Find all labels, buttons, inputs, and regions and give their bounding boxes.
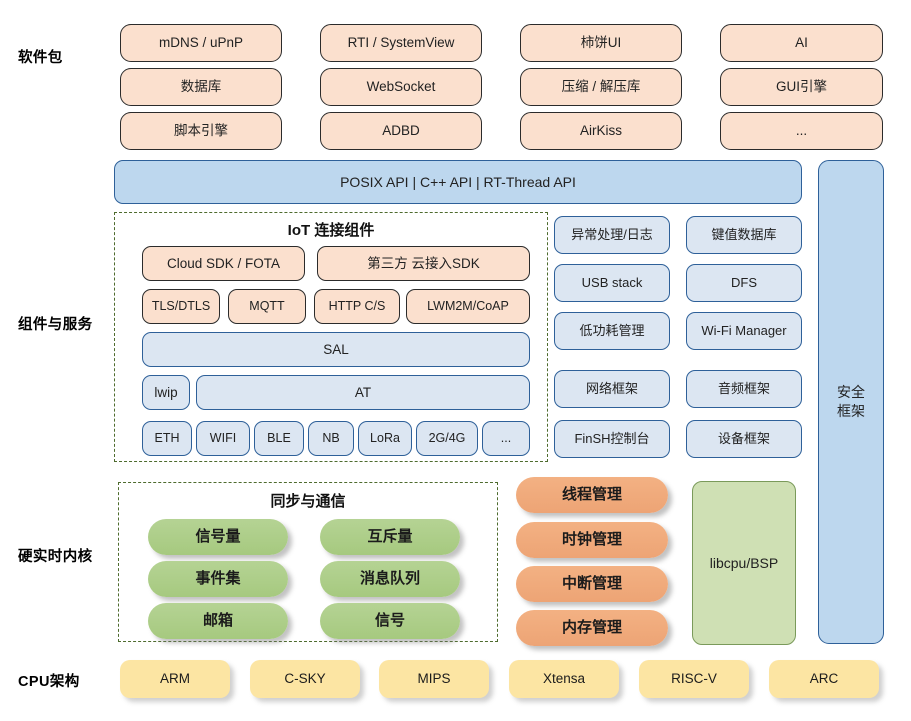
kernel-sync-chip[interactable]: 事件集 [148, 561, 288, 597]
kernel-management-chip[interactable]: 时钟管理 [516, 522, 668, 558]
row-label-software-packages: 软件包 [18, 50, 63, 66]
cpu-arch-chip[interactable]: RISC-V [639, 660, 749, 698]
iot-link-chip[interactable]: ETH [142, 421, 192, 456]
iot-link-chip[interactable]: NB [308, 421, 354, 456]
kernel-management-chip[interactable]: 内存管理 [516, 610, 668, 646]
sync-group-title: 同步与通信 [270, 493, 346, 510]
software-package-chip[interactable]: 数据库 [120, 68, 282, 106]
kernel-sync-chip[interactable]: 消息队列 [320, 561, 460, 597]
software-package-chip[interactable]: ... [720, 112, 883, 150]
component-chip[interactable]: Wi-Fi Manager [686, 312, 802, 350]
component-chip[interactable]: 异常处理/日志 [554, 216, 670, 254]
api-bar: POSIX API | C++ API | RT-Thread API [114, 160, 802, 204]
component-chip[interactable]: 低功耗管理 [554, 312, 670, 350]
row-label-hard-realtime-kernel: 硬实时内核 [18, 549, 93, 565]
iot-lwip-chip[interactable]: lwip [142, 375, 190, 410]
iot-protocol-chip[interactable]: TLS/DTLS [142, 289, 220, 324]
iot-sdk-chip[interactable]: Cloud SDK / FOTA [142, 246, 305, 281]
iot-link-chip[interactable]: ... [482, 421, 530, 456]
software-package-chip[interactable]: mDNS / uPnP [120, 24, 282, 62]
software-package-chip[interactable]: RTI / SystemView [320, 24, 482, 62]
component-chip[interactable]: DFS [686, 264, 802, 302]
kernel-management-chip[interactable]: 线程管理 [516, 477, 668, 513]
software-package-chip[interactable]: 柿饼UI [520, 24, 682, 62]
software-package-chip[interactable]: GUI引擎 [720, 68, 883, 106]
component-chip[interactable]: 网络框架 [554, 370, 670, 408]
cpu-arch-chip[interactable]: C-SKY [250, 660, 360, 698]
software-package-chip[interactable]: WebSocket [320, 68, 482, 106]
component-chip[interactable]: USB stack [554, 264, 670, 302]
component-chip[interactable]: 设备框架 [686, 420, 802, 458]
iot-protocol-chip[interactable]: LWM2M/CoAP [406, 289, 530, 324]
iot-group-frame [114, 212, 548, 462]
iot-at-chip[interactable]: AT [196, 375, 530, 410]
row-label-cpu-architecture: CPU架构 [18, 674, 80, 690]
libcpu-bsp-panel: libcpu/BSP [692, 481, 796, 645]
iot-protocol-chip[interactable]: MQTT [228, 289, 306, 324]
iot-sal-chip[interactable]: SAL [142, 332, 530, 367]
component-chip[interactable]: FinSH控制台 [554, 420, 670, 458]
iot-sdk-chip[interactable]: 第三方 云接入SDK [317, 246, 530, 281]
kernel-sync-chip[interactable]: 信号 [320, 603, 460, 639]
sync-group-frame [118, 482, 498, 642]
software-package-chip[interactable]: AI [720, 24, 883, 62]
iot-link-chip[interactable]: BLE [254, 421, 304, 456]
software-package-chip[interactable]: 脚本引擎 [120, 112, 282, 150]
kernel-sync-chip[interactable]: 信号量 [148, 519, 288, 555]
software-package-chip[interactable]: 压缩 / 解压库 [520, 68, 682, 106]
iot-protocol-chip[interactable]: HTTP C/S [314, 289, 400, 324]
iot-group-title: IoT 连接组件 [287, 222, 375, 239]
cpu-arch-chip[interactable]: Xtensa [509, 660, 619, 698]
cpu-arch-chip[interactable]: ARC [769, 660, 879, 698]
cpu-arch-chip[interactable]: MIPS [379, 660, 489, 698]
row-label-components-services: 组件与服务 [18, 317, 93, 333]
kernel-sync-chip[interactable]: 互斥量 [320, 519, 460, 555]
kernel-management-chip[interactable]: 中断管理 [516, 566, 668, 602]
cpu-arch-chip[interactable]: ARM [120, 660, 230, 698]
security-framework-panel: 安全 框架 [818, 160, 884, 644]
iot-link-chip[interactable]: 2G/4G [416, 421, 478, 456]
kernel-sync-chip[interactable]: 邮箱 [148, 603, 288, 639]
software-package-chip[interactable]: ADBD [320, 112, 482, 150]
iot-link-chip[interactable]: WIFI [196, 421, 250, 456]
iot-link-chip[interactable]: LoRa [358, 421, 412, 456]
component-chip[interactable]: 键值数据库 [686, 216, 802, 254]
component-chip[interactable]: 音频框架 [686, 370, 802, 408]
software-package-chip[interactable]: AirKiss [520, 112, 682, 150]
